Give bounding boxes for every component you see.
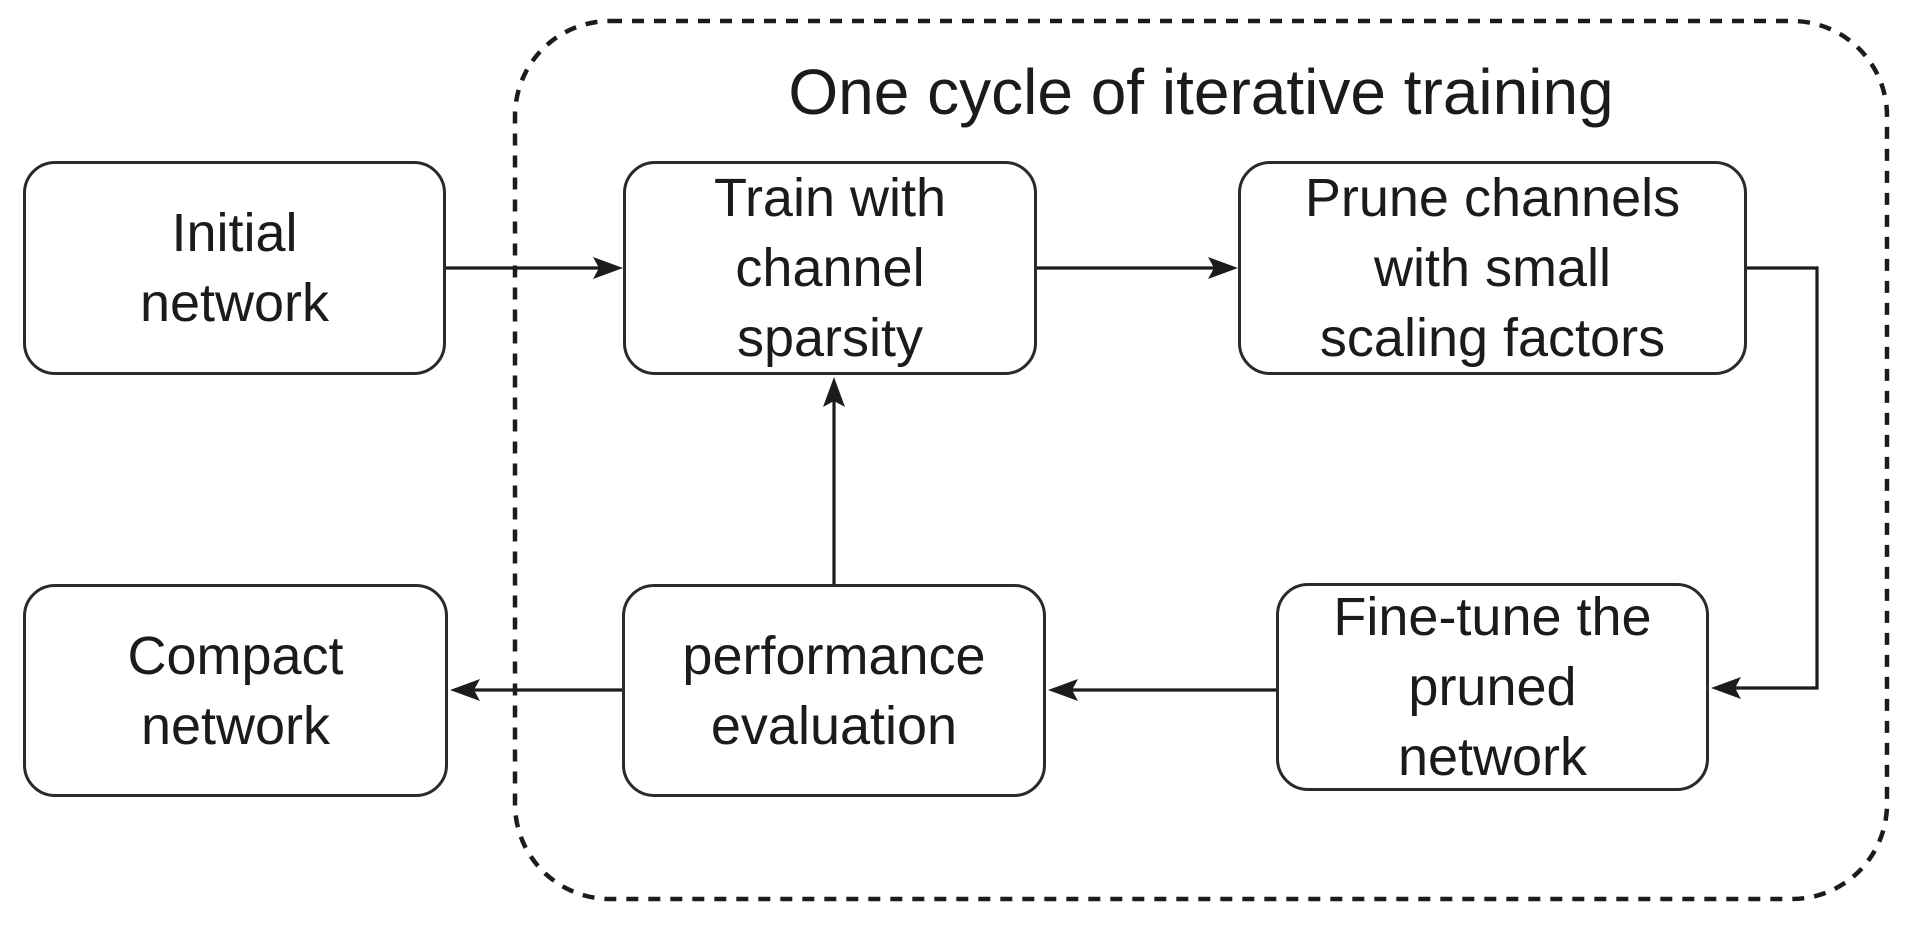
arrow-train-to-prune	[1037, 257, 1238, 279]
node-label-line: network	[139, 273, 330, 333]
node-label-line: network	[1397, 727, 1588, 787]
arrow-evaluation-to-compact	[450, 679, 622, 701]
node-prune-channels: Prune channels with small scaling factor…	[1238, 161, 1747, 375]
cycle-title: One cycle of iterative training	[788, 56, 1614, 128]
node-label-line: performance	[682, 625, 986, 686]
node-compact-network: Compact network	[23, 584, 448, 797]
arrow-initial-to-train	[446, 257, 623, 279]
node-label-line: pruned	[1408, 657, 1577, 717]
node-performance-evaluation: performance evaluation	[622, 584, 1046, 797]
node-label-line: Prune channels	[1304, 168, 1681, 228]
node-train-with-channel-sparsity: Train with channel sparsity	[623, 161, 1037, 375]
arrow-finetune-to-evaluation	[1048, 679, 1276, 701]
node-label-line: channel	[735, 238, 925, 298]
node-label-line: with small	[1373, 238, 1612, 298]
node-label-line: sparsity	[736, 308, 924, 368]
iteration-cycle-boundary	[512, 18, 1890, 902]
node-label-line: Train with	[713, 168, 947, 228]
node-initial-network: Initial network	[23, 161, 446, 375]
node-label-line: network	[140, 695, 331, 756]
node-label-line: Initial	[171, 203, 298, 263]
arrow-evaluation-to-train	[823, 377, 845, 584]
node-fine-tune-pruned-network: Fine-tune the pruned network	[1276, 583, 1709, 791]
node-label-line: scaling factors	[1319, 308, 1666, 368]
node-label-line: Fine-tune the	[1333, 587, 1652, 647]
arrow-prune-to-finetune	[1711, 266, 1819, 699]
node-label-line: evaluation	[710, 695, 958, 756]
node-label-line: Compact	[127, 625, 344, 686]
